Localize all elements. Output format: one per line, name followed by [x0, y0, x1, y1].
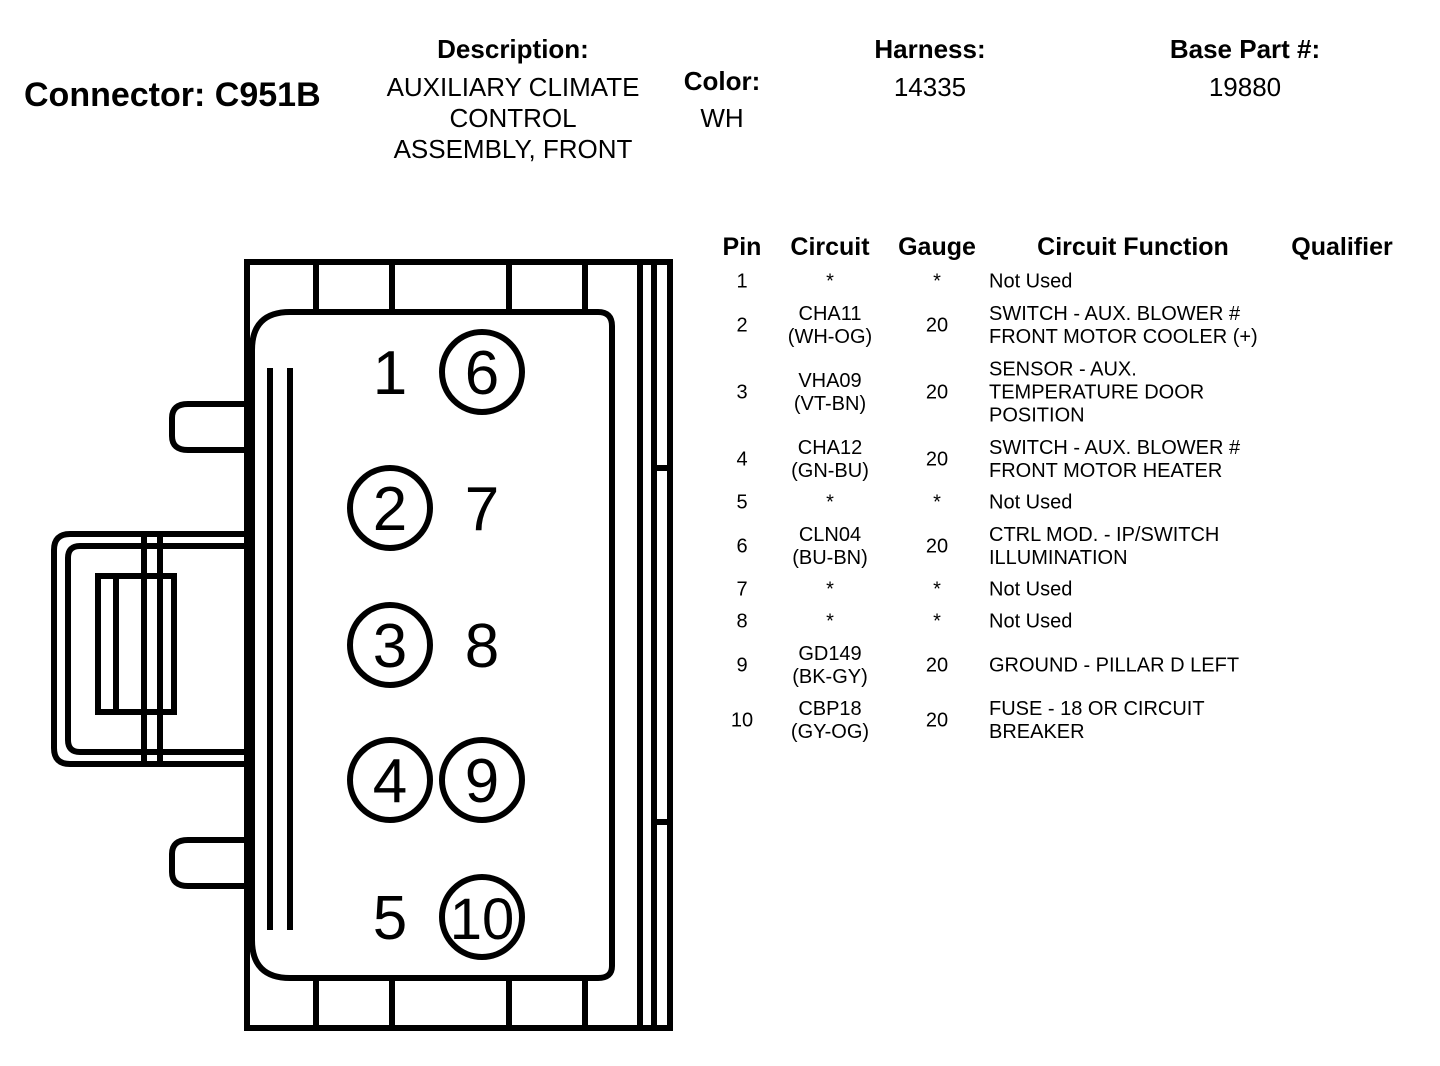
circuit-cell: VHA09 (VT-BN) — [793, 370, 867, 415]
pin-cell: 7 — [736, 578, 748, 601]
cavity-9-ring — [439, 737, 525, 823]
pin-cell: 4 — [736, 448, 748, 471]
circuit-cell: CLN04 (BU-BN) — [792, 524, 868, 569]
header-qualifier: Qualifier — [1291, 233, 1393, 261]
circuit-function-cell: CTRL MOD. - IP/SWITCH ILLUMINATION — [989, 524, 1220, 569]
pin-cell: 9 — [736, 654, 748, 677]
cavity-4-ring — [347, 737, 433, 823]
circuit-cell: GD149 (BK-GY) — [792, 643, 868, 688]
gauge-cell: 20 — [925, 381, 949, 404]
cavity-9-number: 9 — [465, 747, 499, 816]
cavity-6-number: 6 — [465, 339, 499, 408]
cavity-10-ring — [439, 874, 525, 960]
gauge-cell: 20 — [925, 314, 949, 337]
cavity-5-number: 5 — [373, 884, 407, 953]
header-circuit-function: Circuit Function — [1037, 233, 1229, 261]
cavity-10-number: 10 — [450, 887, 515, 952]
cavity-2-number: 2 — [373, 475, 407, 544]
base-part-label: Base Part #: — [1169, 34, 1321, 64]
harness-label: Harness: — [874, 34, 986, 64]
description-label: Description: — [437, 34, 589, 64]
description-line: CONTROL — [449, 103, 577, 133]
gauge-cell: * — [933, 578, 941, 601]
circuit-cell: CHA11 (WH-OG) — [787, 303, 873, 348]
pin-cell: 6 — [736, 535, 748, 558]
cavity-layer: 1 2 3 4 5 6 7 8 9 10 — [347, 329, 525, 960]
cavity-6-ring — [439, 329, 525, 415]
cavity-4-number: 4 — [373, 747, 407, 816]
description-line: ASSEMBLY, FRONT — [393, 134, 633, 164]
circuit-cell: CBP18 (GY-OG) — [790, 698, 870, 743]
circuit-cell: CHA12 (GN-BU) — [791, 437, 869, 482]
circuit-function-cell: SWITCH - AUX. BLOWER # FRONT MOTOR HEATE… — [989, 437, 1241, 482]
circuit-cell: * — [826, 578, 834, 601]
circuit-function-cell: SWITCH - AUX. BLOWER # FRONT MOTOR COOLE… — [989, 303, 1258, 348]
housing-outer — [244, 259, 673, 1031]
circuit-function-cell: SENSOR - AUX. TEMPERATURE DOOR POSITION — [989, 358, 1205, 427]
gauge-cell: 20 — [925, 709, 949, 732]
gauge-cell: 20 — [925, 535, 949, 558]
circuit-function-cell: FUSE - 18 OR CIRCUIT BREAKER — [989, 698, 1205, 743]
pin-cell: 10 — [730, 709, 754, 732]
description-line: AUXILIARY CLIMATE — [386, 72, 640, 102]
harness-value: 14335 — [893, 72, 967, 102]
gauge-cell: 20 — [925, 448, 949, 471]
header-gauge: Gauge — [898, 233, 976, 261]
connector-label: Connector: — [24, 76, 206, 114]
color-label: Color: — [683, 66, 761, 96]
description-value: AUXILIARY CLIMATE CONTROL ASSEMBLY, FRON… — [362, 72, 664, 165]
connector-housing — [51, 259, 673, 1031]
cavity-7-number: 7 — [465, 475, 499, 544]
circuit-cell: * — [826, 491, 834, 514]
circuit-cell: * — [826, 610, 834, 633]
cavity-8-number: 8 — [465, 612, 499, 681]
cavity-2-ring — [347, 465, 433, 551]
cavity-3-ring — [347, 602, 433, 688]
cavity-frame — [249, 309, 615, 981]
locking-arm — [51, 531, 247, 767]
circuit-function-cell: Not Used — [989, 491, 1073, 514]
header-circuit: Circuit — [790, 233, 870, 261]
pin-cell: 2 — [736, 314, 748, 337]
circuit-function-cell: GROUND - PILLAR D LEFT — [989, 654, 1240, 677]
connector-id: C951B — [214, 76, 321, 114]
gauge-cell: * — [933, 610, 941, 633]
pin-cell: 5 — [736, 491, 748, 514]
circuit-function-cell: Not Used — [989, 578, 1073, 601]
gauge-cell: 20 — [925, 654, 949, 677]
circuit-cell: * — [826, 270, 834, 293]
circuit-function-cell: Not Used — [989, 610, 1073, 633]
circuit-function-cell: Not Used — [989, 270, 1073, 293]
pin-cell: 3 — [736, 381, 748, 404]
gauge-cell: * — [933, 491, 941, 514]
header-pin: Pin — [722, 233, 762, 261]
cavity-1-number: 1 — [373, 339, 407, 408]
upper-latch — [169, 401, 247, 453]
connector-title: Connector: C951B — [24, 76, 321, 115]
locking-arm-inner — [65, 543, 247, 755]
base-part-value: 19880 — [1208, 72, 1282, 102]
connector-face-diagram: 1 2 3 4 5 6 7 8 9 10 — [51, 259, 673, 1031]
lock-button — [95, 573, 177, 715]
pin-cell: 8 — [736, 610, 748, 633]
color-value: WH — [700, 103, 744, 133]
cavity-3-number: 3 — [373, 612, 407, 681]
pin-cell: 1 — [736, 270, 748, 293]
gauge-cell: * — [933, 270, 941, 293]
lower-latch — [169, 837, 247, 889]
